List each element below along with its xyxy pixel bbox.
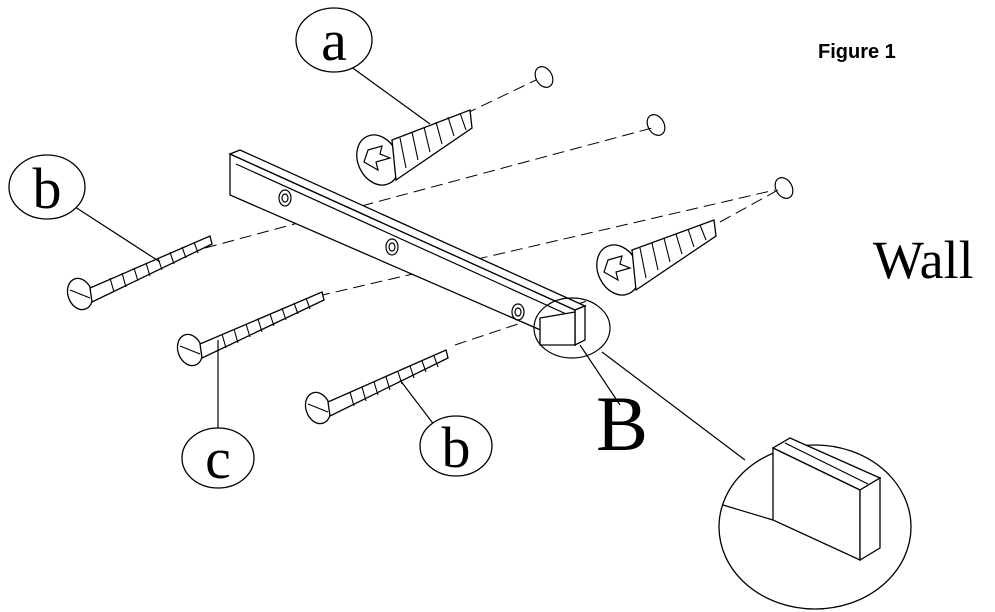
wall-hole-top (534, 66, 554, 88)
leader-lines (71, 65, 746, 461)
wooden-strip (228, 149, 587, 347)
strip-end-face (539, 311, 576, 346)
strip-hole-2 (385, 238, 399, 256)
figure-title: Figure 1 (818, 41, 896, 63)
alignment-line-a-upper (464, 79, 537, 115)
screw-c (176, 291, 325, 367)
detail-magnified-view (718, 437, 912, 610)
callout-b-bottom: b (419, 415, 493, 480)
callout-a: a (295, 7, 373, 73)
screw-b-bottom (304, 349, 449, 425)
screw-b-left (66, 235, 213, 311)
wall-hole-middle (646, 114, 666, 136)
callout-b-bottom-label: b (442, 415, 471, 480)
strip-hole-1 (278, 189, 292, 207)
phillips-cross-icon (603, 255, 632, 282)
callout-c-label: c (205, 426, 231, 491)
callout-b-left-label: b (33, 156, 62, 221)
wall-holes (534, 66, 794, 199)
phillips-cross-icon (363, 145, 392, 172)
screw-a-right (596, 219, 717, 296)
detail-selection-circle (533, 297, 611, 359)
wall-hole-right (774, 177, 794, 199)
callout-a-label: a (321, 8, 347, 73)
strip-hole-3 (511, 303, 525, 321)
callout-c: c (181, 426, 255, 491)
screw-a-upper (356, 109, 473, 186)
callout-B-label: B (596, 380, 648, 467)
alignment-line-middle (317, 189, 776, 297)
callout-b-left: b (8, 154, 86, 221)
wall-label: Wall (873, 230, 974, 290)
